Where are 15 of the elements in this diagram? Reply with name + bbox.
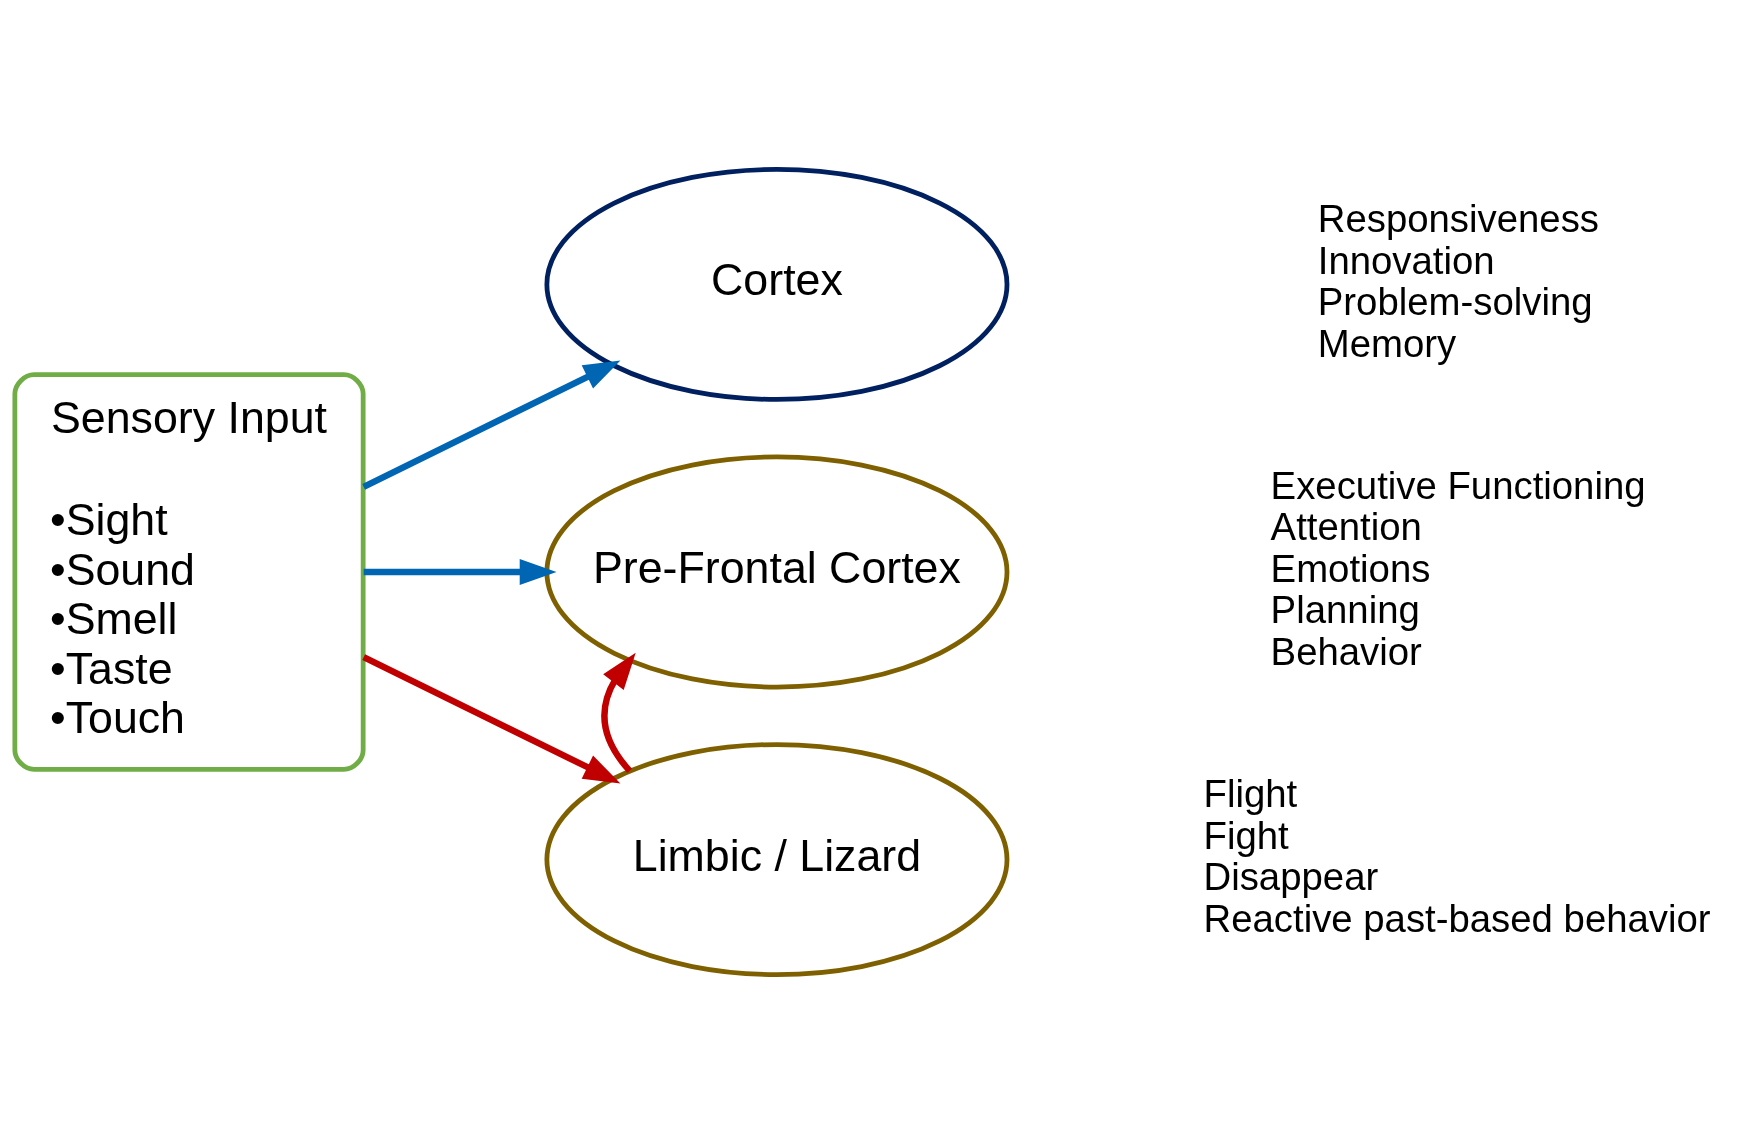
arrow bbox=[601, 652, 636, 773]
node-label: Emotions bbox=[1270, 546, 1431, 590]
node-ellipse: Cortex bbox=[544, 166, 1010, 402]
node-label: Memory bbox=[1317, 321, 1457, 365]
node-box: Sensory Input •Sight •Sound •Smell •Taste •Touch bbox=[12, 371, 366, 772]
arrow bbox=[362, 653, 621, 783]
node-label: Executive Functioning bbox=[1270, 463, 1646, 507]
node-label: Planning bbox=[1270, 587, 1420, 631]
node-label: Problem-solving bbox=[1317, 279, 1593, 323]
node-label: Attention bbox=[1270, 504, 1422, 548]
arrow bbox=[363, 558, 557, 585]
node-label: Flight bbox=[1203, 771, 1298, 815]
arrow bbox=[362, 360, 621, 490]
node-ellipse: Limbic / Lizard bbox=[544, 741, 1010, 977]
node-label: Responsiveness bbox=[1317, 196, 1599, 240]
